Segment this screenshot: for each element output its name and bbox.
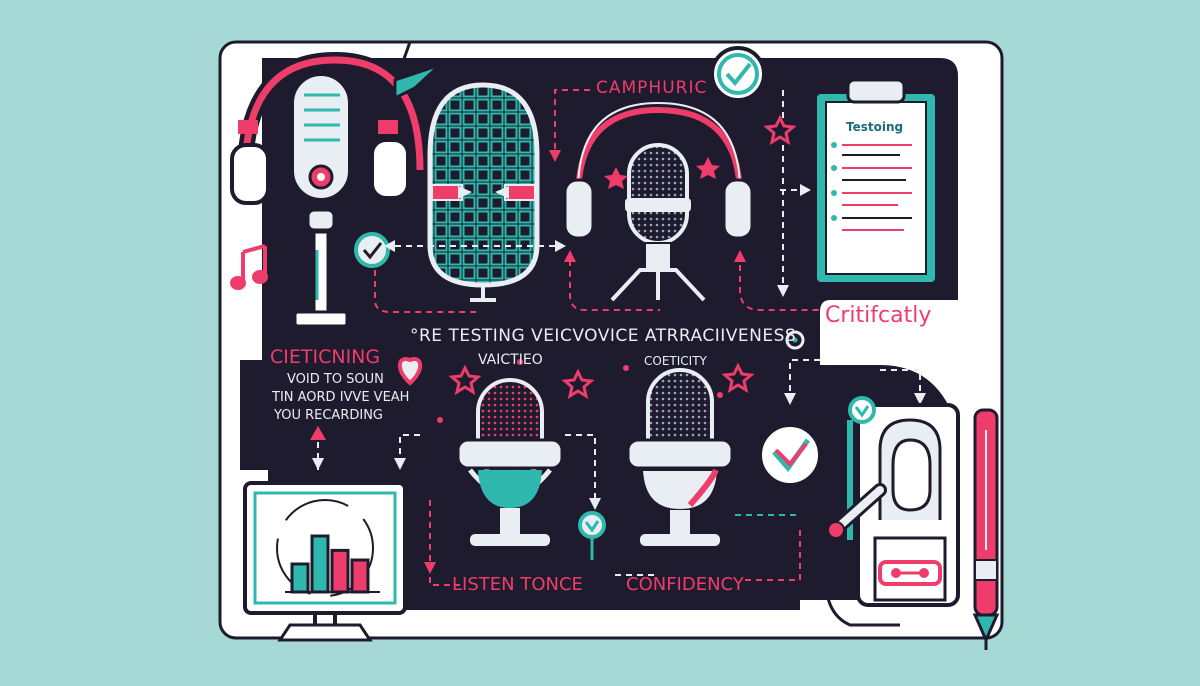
label-critically: Critifcatly [825,303,932,328]
check-pin-icon [578,511,606,560]
label-confidency: CONFIDENCY [626,574,744,595]
label-listen: LISTEN TONCE [452,574,583,595]
person-headset-icon [824,396,960,627]
podcast-mic-icon [563,101,754,302]
star-icon [448,114,797,400]
clipboard-title: Testoing [846,120,904,134]
monitor-bar [330,548,350,594]
description-line-1: VOID TO SOUN [287,372,384,387]
label-coeticity: COETICITY [644,354,707,368]
sparkle-icon [437,359,723,423]
flag-icon [393,41,442,101]
description-line-3: YOU RECARDING [274,408,384,423]
teal-mic-icon [626,368,734,546]
description-line-2: TIN AORD IVVE VEAH [272,390,410,405]
dashed-connectors [317,89,921,586]
heart-icon [397,357,423,386]
monitor-bar [350,558,370,594]
arrow-heads [310,150,926,574]
label-cieticning: CIETICNING [270,346,381,368]
check-badge-icon [354,232,390,268]
check-badge-icon [710,46,766,102]
target-icon [785,330,805,350]
label-vaictieo: VAICTIEO [478,352,543,368]
clipboard-icon [813,78,939,286]
music-note-icon [230,244,268,290]
pink-mic-icon [456,378,564,546]
monitor-bar [310,534,330,594]
headphones-mic-icon [230,51,428,328]
monitor-bar [290,562,310,594]
heart-check-badge-icon [758,423,822,487]
label-camphuric: CAMPHURIC [596,78,708,98]
main-title: °RE TESTING VEICVOVICE ATRRACIIVENESS [410,326,797,346]
bar-chart-bars [290,534,370,594]
pen-icon [972,408,1000,650]
studio-mic-grille-icon [427,82,540,302]
